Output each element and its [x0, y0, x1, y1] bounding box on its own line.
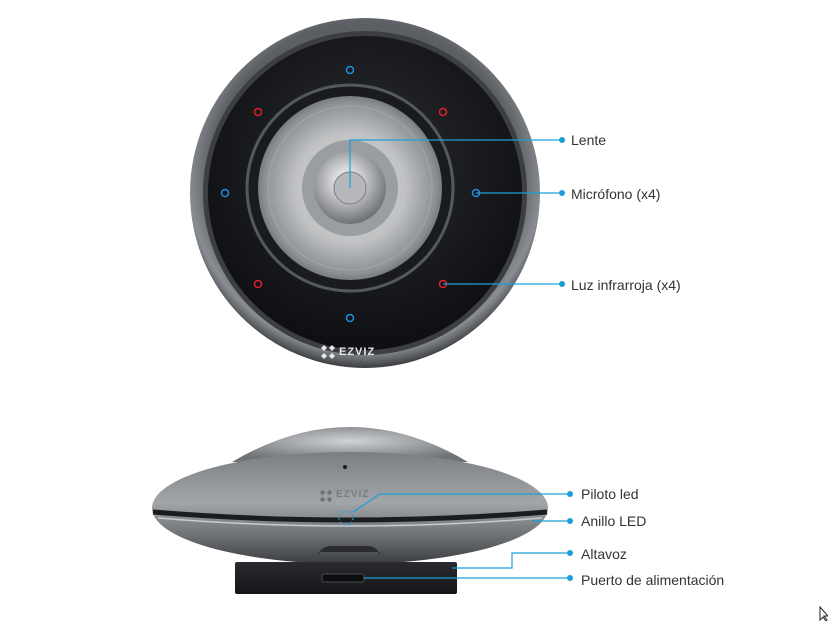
callout-label-lens: Lente [571, 132, 607, 148]
callout-label-power-port: Puerto de alimentación [581, 572, 725, 588]
ezviz-logo-icon [321, 345, 335, 359]
infrared-light-top-left [253, 107, 263, 117]
callout-label-infrared-light: Luz infrarroja (x4) [571, 277, 681, 293]
callout-leader-indicator-led [352, 493, 570, 513]
callout-dot-lens [559, 137, 565, 143]
callout-dot-speaker [567, 550, 573, 556]
callout-dot-power-port [567, 575, 573, 581]
indicator-led-marker [338, 510, 354, 526]
infrared-light-top-right [438, 107, 448, 117]
callout-dot-indicator-led [567, 491, 573, 497]
callout-label-speaker: Altavoz [581, 546, 627, 562]
led-ring-band [152, 509, 548, 523]
camera-side-view [152, 427, 548, 594]
side-sensor [343, 465, 347, 469]
brand-logo-side: EZVIZ [336, 489, 370, 500]
microphone-bottom [345, 313, 355, 323]
speaker-grille [318, 546, 380, 556]
callout-leader-lens [349, 139, 562, 188]
infrared-light-bottom-left [253, 279, 263, 289]
ezviz-logo-icon [319, 489, 333, 503]
camera-body [152, 452, 548, 564]
callout-dot-led-ring [567, 518, 573, 524]
led-ring-highlight [157, 517, 543, 527]
callout-leader-speaker [452, 552, 570, 569]
microphone-left [220, 188, 230, 198]
callout-dot-infrared-light [559, 281, 565, 287]
callout-label-microphone: Micrófono (x4) [571, 186, 661, 202]
callout-label-led-ring: Anillo LED [581, 513, 647, 529]
callout-dot-microphone [559, 190, 565, 196]
brand-logo-top: EZVIZ [339, 346, 376, 358]
microphone-top [345, 65, 355, 75]
power-port-slot [321, 573, 365, 583]
callout-leaders [338, 137, 573, 581]
callout-label-indicator-led: Piloto led [581, 486, 639, 502]
mouse-pointer-icon [819, 605, 828, 621]
camera-dome [232, 427, 468, 462]
lens-glass-inner-ring [267, 105, 433, 271]
